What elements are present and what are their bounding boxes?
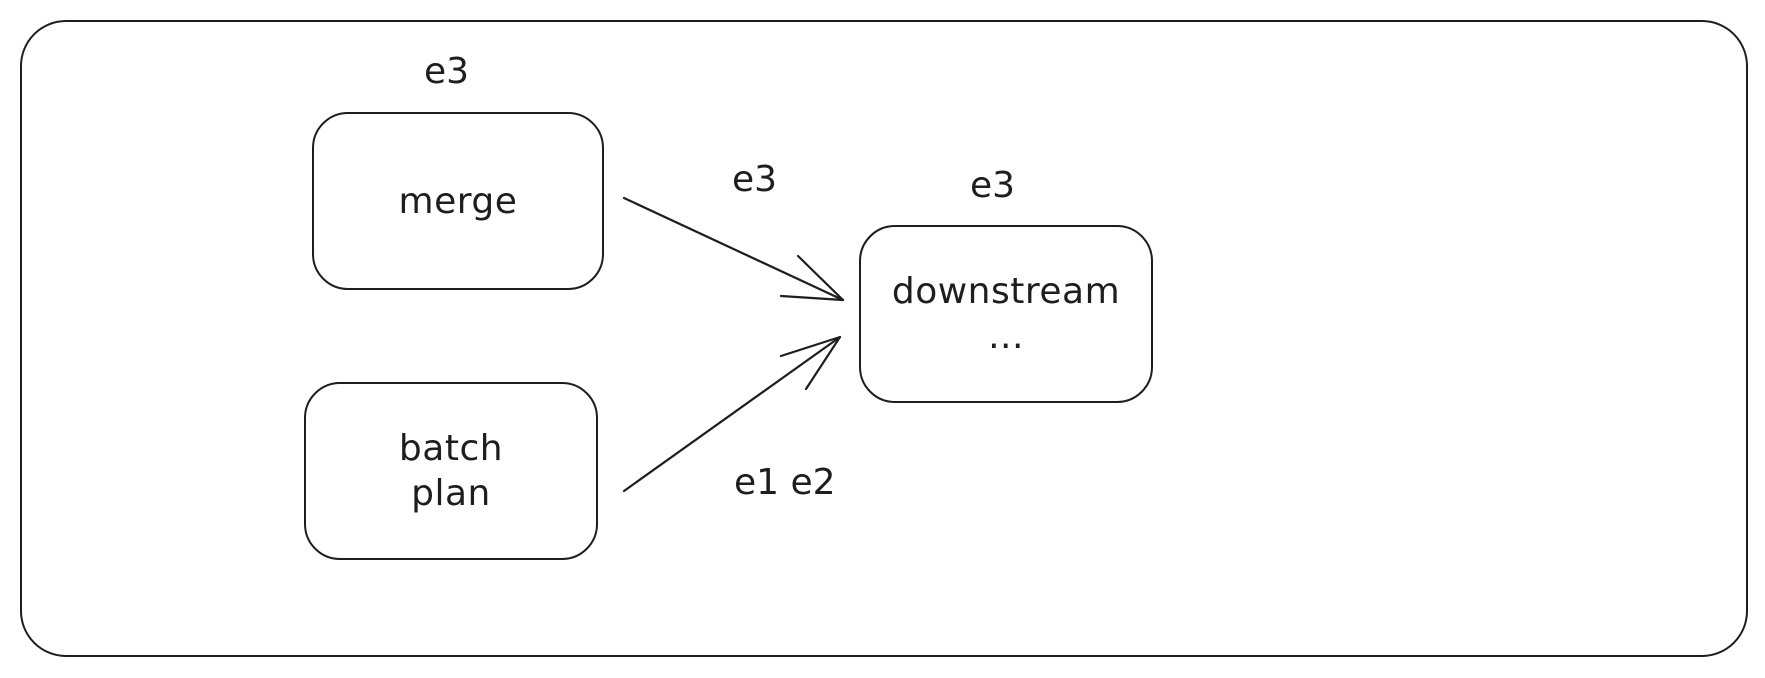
edge-batch-to-downstream	[622, 335, 842, 493]
batch-plan-label-line-2: plan	[411, 473, 491, 514]
merge-node: merge	[312, 112, 604, 290]
downstream-label-line-2: ...	[988, 316, 1024, 357]
batch-plan-node: batch plan	[304, 382, 598, 560]
arrowhead-merge-edge	[779, 254, 845, 302]
edge-merge-to-downstream	[622, 196, 845, 302]
downstream-label-line-1: downstream	[891, 271, 1121, 312]
downstream-node-annotation: e3	[970, 165, 1016, 206]
arrowhead-batch-edge	[779, 335, 842, 391]
batch-plan-label-line-1: batch	[398, 428, 504, 469]
edge-merge-label: e3	[732, 159, 778, 200]
outer-frame	[20, 20, 1748, 657]
edge-batch-label: e1 e2	[734, 462, 836, 503]
merge-node-annotation: e3	[424, 51, 470, 92]
merge-node-label: merge	[398, 180, 518, 222]
downstream-node: downstream ...	[859, 225, 1153, 403]
